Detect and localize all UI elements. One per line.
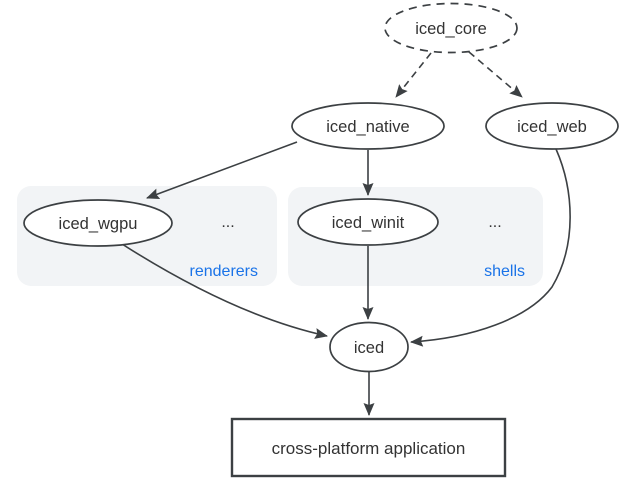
iced-native-label: iced_native bbox=[326, 118, 409, 136]
application-rect bbox=[230, 417, 507, 478]
shells-group-label: shells bbox=[484, 263, 525, 280]
iced-wgpu-label: iced_wgpu bbox=[59, 215, 138, 233]
iced-native-ellipse bbox=[291, 102, 445, 150]
iced-winit-label: iced_winit bbox=[332, 214, 405, 232]
iced-wgpu-ellipse bbox=[23, 199, 173, 247]
edge-iced-web-to-iced bbox=[410, 148, 571, 347]
edge-iced-core-to-iced-native bbox=[395, 52, 432, 98]
node-iced: iced bbox=[329, 321, 409, 373]
renderers-group-label: renderers bbox=[190, 263, 258, 280]
node-iced-wgpu: iced_wgpu bbox=[23, 199, 173, 247]
iced-label: iced bbox=[354, 339, 384, 357]
edge-iced-native-to-iced-wgpu bbox=[146, 141, 298, 199]
application-label: cross-platform application bbox=[272, 439, 466, 458]
node-cross-platform-application: cross-platform application bbox=[230, 417, 507, 478]
node-iced-web: iced_web bbox=[485, 102, 619, 150]
iced-winit-ellipse bbox=[297, 198, 439, 246]
iced-ellipse bbox=[329, 321, 409, 373]
iced-web-ellipse bbox=[485, 102, 619, 150]
shells-ellipsis: ... bbox=[488, 214, 501, 231]
edge-iced-core-to-iced-web bbox=[468, 51, 523, 98]
node-iced-core: iced_core bbox=[384, 2, 518, 54]
iced-core-label: iced_core bbox=[415, 20, 487, 38]
renderers-ellipsis: ... bbox=[221, 214, 234, 231]
iced-core-ellipse bbox=[384, 2, 518, 54]
iced-web-label: iced_web bbox=[517, 118, 587, 136]
edge-iced-wgpu-to-iced bbox=[121, 243, 328, 339]
node-iced-native: iced_native bbox=[291, 102, 445, 150]
node-iced-winit: iced_winit bbox=[297, 198, 439, 246]
